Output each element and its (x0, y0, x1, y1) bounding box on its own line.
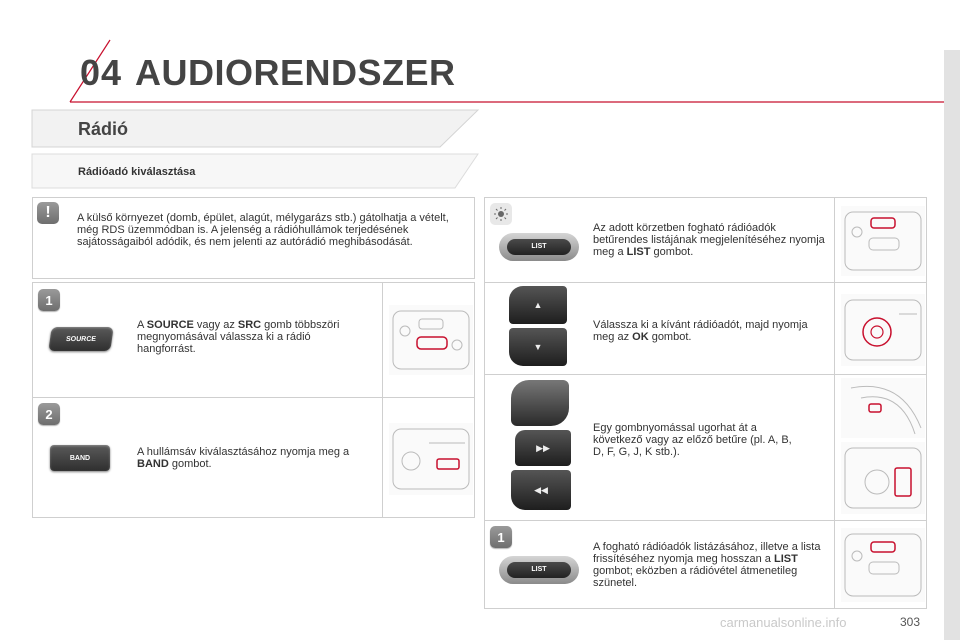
tip-text: Az adott körzetben fogható rádióadók bet… (593, 222, 825, 258)
step-1-badge: 1 (38, 289, 60, 311)
dashboard-image (841, 442, 925, 514)
down-arrow-button: ▼ (509, 328, 567, 366)
source-button: SOURCE (48, 327, 114, 351)
dashboard-image (841, 528, 925, 602)
list-button: LIST (499, 233, 579, 261)
page-number: 303 (900, 615, 921, 629)
dashboard-image (841, 294, 925, 366)
dashboard-image (389, 423, 473, 495)
dashboard-sketch (392, 428, 470, 490)
warning-panel: ! A külső környezet (domb, épület, alagú… (32, 197, 475, 279)
dashboard-sketch (844, 299, 922, 361)
exclamation-icon: ! (37, 202, 59, 224)
steering-wheel-image (841, 378, 925, 438)
section-title: Rádió (78, 119, 129, 139)
list-panel: LIST Az adott körzetben fogható rádióadó… (484, 197, 927, 609)
step-2-text: A hullámsáv kiválasztásához nyomja meg a… (137, 446, 350, 470)
chapter-number: 04 (80, 52, 123, 93)
source-button-label: SOURCE (65, 335, 97, 343)
step-1-badge: 1 (490, 526, 512, 548)
previous-letter-button: ◀◀ (511, 470, 571, 510)
list-button-label: LIST (507, 561, 571, 579)
select-text: Válassza ki a kívánt rádióadót, majd nyo… (593, 319, 808, 343)
dashboard-sketch (844, 533, 922, 597)
band-button-label: BAND (69, 454, 91, 462)
warning-text: A külső környezet (domb, épület, alagút,… (77, 212, 449, 248)
next-letter-button: ▶▶ (515, 430, 571, 466)
dashboard-image (841, 206, 925, 276)
steering-wheel-sketch (850, 385, 922, 435)
chapter-title: AUDIORENDSZER (135, 52, 456, 93)
up-arrow-button: ▲ (509, 286, 567, 324)
list-button: LIST (499, 556, 579, 584)
subsection-title: Rádióadó kiválasztása (78, 166, 196, 178)
list-button-label: LIST (507, 238, 571, 256)
band-button: BAND (50, 445, 110, 471)
dashboard-sketch (844, 211, 922, 271)
step-panel: 1 SOURCE A SOURCE vagy az SRC gomb többs… (32, 282, 475, 518)
steering-wheel-buttons (511, 380, 569, 426)
lightbulb-icon (490, 203, 512, 225)
jump-text: Egy gombnyomással ugorhat át a következő… (593, 422, 792, 458)
dashboard-sketch (844, 447, 922, 509)
refresh-text: A fogható rádióadók listázásához, illetv… (593, 541, 821, 589)
chapter-side-tab (944, 50, 960, 640)
step-1-text: A SOURCE vagy az SRC gomb többszöri megn… (137, 319, 340, 355)
dashboard-sketch (392, 310, 470, 370)
step-2-badge: 2 (38, 403, 60, 425)
watermark: carmanualsonline.info (720, 615, 847, 630)
dashboard-image (389, 305, 473, 375)
